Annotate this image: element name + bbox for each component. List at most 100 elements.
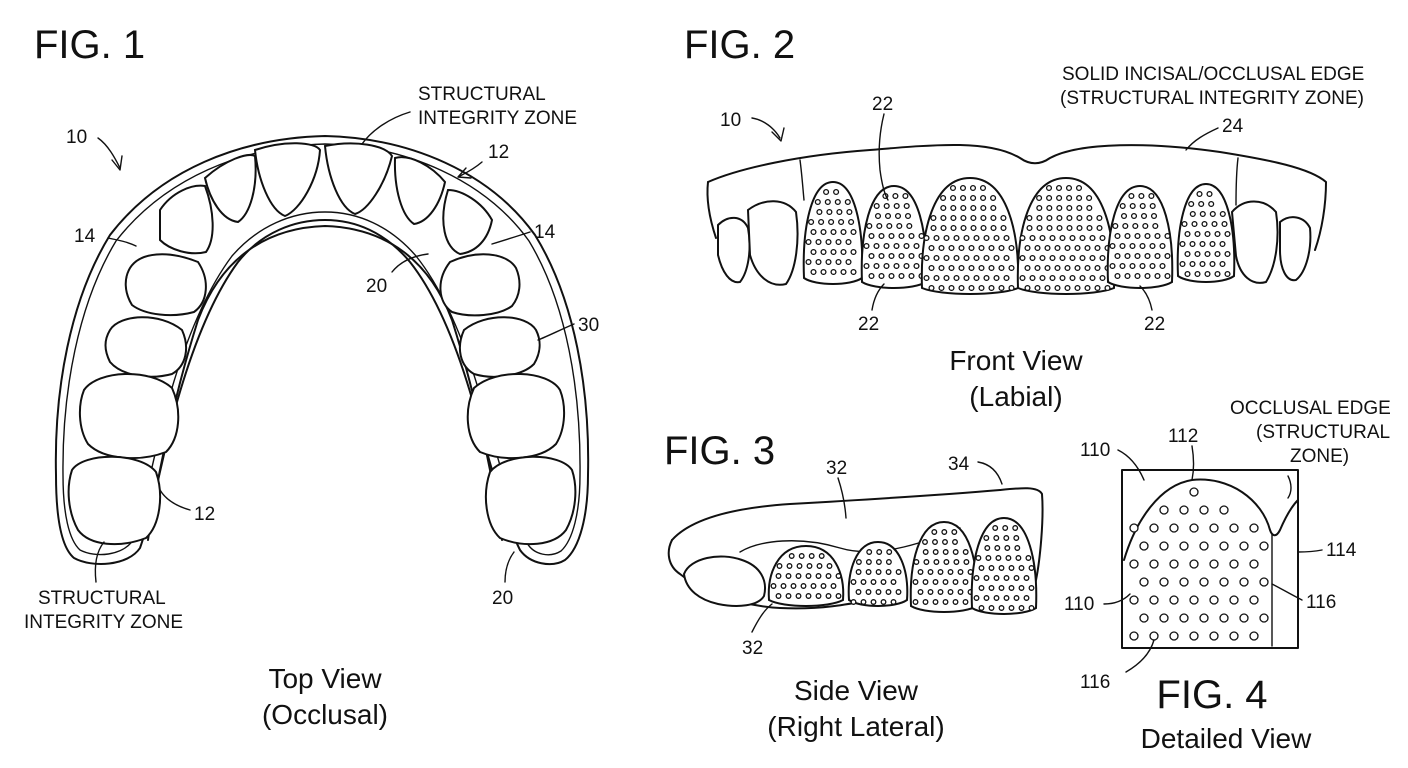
perforation-dot (835, 573, 842, 579)
perforation-dot (1066, 224, 1073, 232)
perforation-dot (1209, 631, 1219, 641)
perforation-dot (1036, 204, 1043, 212)
perforation-dot (1148, 192, 1155, 200)
perforation-dot (1002, 525, 1009, 531)
perforation-dot (950, 224, 957, 232)
perforation-dot (1094, 244, 1101, 252)
perforation-dot (1019, 234, 1026, 242)
perforation-dot (1164, 232, 1171, 240)
molar-tooth (1279, 216, 1312, 282)
perforation-dot (890, 579, 897, 585)
perforation-dot (1209, 210, 1216, 218)
perforation-dot (1019, 254, 1026, 262)
perforation-dot (933, 234, 940, 242)
aligner-shell-fold (1235, 157, 1239, 206)
perforation-dot (968, 284, 975, 292)
perforation-dot (1129, 262, 1136, 270)
fig-1-occlusal-view: FIG. 1 10 (24, 23, 599, 730)
perforation-dot (1008, 585, 1015, 591)
perforation-dot (1209, 260, 1216, 268)
perforation-dot (980, 224, 987, 232)
perforation-dot (998, 585, 1005, 591)
perforation-dot (993, 254, 1000, 262)
perforation-dot (818, 218, 825, 226)
perforation-dot (908, 252, 915, 260)
perforation-dot (960, 224, 967, 232)
perforation-dot (795, 593, 802, 599)
perforation-dot (888, 272, 895, 280)
perforation-dot (1044, 284, 1051, 292)
perforation-dot (1034, 244, 1041, 252)
perforation-dot (1194, 250, 1201, 258)
perforation-dot (840, 228, 847, 236)
perforation-dot (883, 202, 890, 210)
perforation-dot (1204, 230, 1211, 238)
perforation-dot (1219, 505, 1229, 515)
perforation-dot (1199, 505, 1209, 515)
perforation-dot (1159, 262, 1166, 270)
perforation-dot (980, 194, 987, 202)
perforation-dot (1184, 230, 1191, 238)
perforation-dot (1188, 200, 1195, 208)
perforation-dot (850, 579, 857, 585)
perforation-dot (1134, 272, 1141, 280)
perforation-dot (1104, 284, 1111, 292)
perforation-dot (1003, 254, 1010, 262)
perforation-dot (931, 529, 938, 535)
perforation-dot (1084, 244, 1091, 252)
perforation-dot (1129, 523, 1139, 533)
perforation-dot (1206, 190, 1213, 198)
perforation-dot (1008, 264, 1015, 272)
perforation-dot (957, 569, 964, 575)
perforation-dot (960, 204, 967, 212)
perforation-dot (1139, 541, 1149, 551)
perforation-dot (1189, 240, 1196, 248)
perforation-dot (1066, 194, 1073, 202)
aligner-shell-fold (799, 159, 805, 201)
perforation-dot (1169, 523, 1179, 533)
zone-label-bottom-line2: INTEGRITY ZONE (24, 612, 183, 633)
perforation-dot (1199, 613, 1209, 623)
fig-2-title: FIG. 2 (684, 23, 795, 67)
perforation-dot (990, 224, 997, 232)
perforation-dot (948, 264, 955, 272)
perforation-dot (796, 563, 803, 569)
perforation-dot (975, 555, 982, 561)
perforation-dot (1003, 274, 1010, 282)
perforation-dot (942, 599, 949, 605)
perforation-dot (893, 242, 900, 250)
perforation-dot (875, 569, 882, 575)
perforation-dot (863, 242, 870, 250)
molar-tooth (67, 455, 162, 546)
perforation-dot (958, 264, 965, 272)
perforation-dot (1152, 222, 1159, 230)
perforation-dot (826, 563, 833, 569)
perforation-dot (1189, 631, 1199, 641)
perforation-dot (896, 222, 903, 230)
perforation-dot (820, 248, 827, 256)
perforation-dot (1129, 242, 1136, 250)
perforation-dot (800, 583, 807, 589)
perforation-dot (1159, 505, 1169, 515)
perforation-dot (1229, 631, 1239, 641)
leader-line (1125, 639, 1155, 673)
molar-tooth (466, 372, 566, 460)
incisor-tooth (323, 142, 394, 216)
premolar-tooth (1230, 200, 1279, 284)
perforation-dot (885, 559, 892, 565)
fig-3-lateral-view: FIG. 3 32 34 32 Side View (Right Lateral… (664, 429, 1044, 742)
fig-2-caption-line2: (Labial) (969, 381, 1062, 412)
perforation-dot (893, 202, 900, 210)
perforation-dot (824, 198, 831, 206)
perforation-dot (1119, 202, 1126, 210)
perforation-dot (970, 204, 977, 212)
perforation-dot (1024, 264, 1031, 272)
perforation-dot (908, 232, 915, 240)
ref-numeral-112: 112 (1168, 426, 1198, 447)
perforation-dot (942, 539, 948, 545)
perforation-dot (1036, 194, 1043, 202)
ref-numeral-12-top: 12 (488, 142, 509, 163)
perforation-dot (1005, 555, 1012, 561)
perforation-dot (1069, 254, 1076, 262)
perforation-dot (1008, 284, 1015, 292)
